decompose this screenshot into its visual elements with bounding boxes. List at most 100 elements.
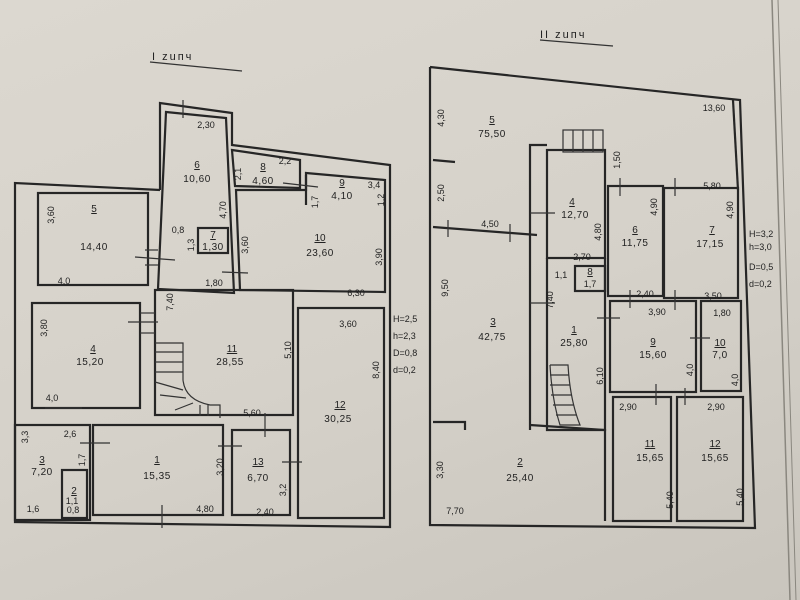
sheet-edge [777, 0, 797, 600]
floor-1-plan: I zuпч [13, 51, 417, 529]
dimension-label: 3,80 [39, 319, 49, 337]
room-number: 2 [517, 457, 523, 468]
room-number: 10 [314, 233, 326, 244]
sheet-edge [771, 0, 791, 600]
room-11 [611, 395, 673, 523]
dimension-label: 2,30 [197, 120, 215, 130]
dimension-label: 1,6 [27, 504, 40, 514]
room-5 [36, 191, 150, 287]
room-area: 30,25 [324, 414, 352, 425]
room-number: 12 [709, 439, 721, 450]
room-number: 9 [339, 178, 345, 189]
dimension-labels-floor-2: 4,30 13,60 2,50 4,50 1,50 4,80 4,90 4,90… [435, 103, 745, 516]
dimension-label: 2,90 [619, 402, 637, 412]
room-number: 9 [650, 337, 656, 348]
room-area: 15,65 [636, 453, 664, 464]
dimension-label: 2,6 [64, 429, 77, 439]
dimension-label: 2,40 [256, 507, 274, 517]
room-area: 1,1 [66, 496, 79, 506]
dimension-label: 2,1 [233, 168, 243, 181]
room-labels-floor-2: 575,50 412,70 611,75 717,15 342,75 81,7 … [478, 115, 728, 484]
room-4 [545, 148, 607, 260]
dimension-label: 1,7 [310, 196, 320, 209]
dimension-label: 5,40 [735, 488, 745, 506]
room-area: 75,50 [478, 129, 506, 140]
dimension-label: 4,50 [481, 219, 499, 229]
room-area: 4,10 [331, 191, 352, 202]
dimension-label: 6,30 [347, 288, 365, 298]
dimension-label: 1,1 [555, 270, 568, 280]
floor-2-plan: II zuпч [428, 29, 773, 530]
room-number: 13 [252, 457, 264, 468]
room-number: 1 [154, 455, 160, 466]
staircase [549, 129, 604, 426]
room-area: 4,60 [252, 176, 273, 187]
room-area: 1,7 [584, 279, 597, 289]
dimension-label: 5,80 [703, 181, 721, 191]
title-underline [539, 39, 614, 47]
room-area: 15,60 [639, 350, 667, 361]
dimension-label: 1,3 [186, 239, 196, 252]
note-text: d=0,2 [749, 279, 772, 289]
room-area: 15,35 [143, 471, 171, 482]
room-number: 8 [587, 267, 593, 278]
room-number: 11 [227, 344, 238, 355]
room-2 [60, 468, 89, 520]
room-2-wall [529, 423, 607, 521]
dimension-label: 7,40 [545, 291, 555, 309]
dimension-label: 3,20 [215, 458, 225, 476]
room-area: 10,60 [183, 174, 211, 185]
room-number: 6 [194, 160, 200, 171]
wall [528, 143, 547, 430]
dimension-label: 6,10 [595, 367, 605, 385]
dimension-label: 2,90 [707, 402, 725, 412]
note-text: D=0,5 [749, 262, 773, 272]
dimension-label: 1,50 [612, 151, 622, 169]
room-area: 42,75 [478, 332, 506, 343]
dimension-label: 3,2 [278, 484, 288, 497]
floor-1-outer-wall [13, 101, 392, 529]
dimension-label: 3,90 [648, 307, 666, 317]
dimension-label: 2,40 [636, 289, 654, 299]
room-number: 6 [632, 225, 638, 236]
room-area: 14,40 [80, 242, 108, 253]
room-12 [675, 395, 745, 523]
note-text: h=3,0 [749, 242, 772, 252]
room-labels-floor-1: 514,40 610,60 71,30 84,60 94,10 1023,60 … [31, 160, 352, 506]
door-marks [45, 100, 319, 528]
dimension-label: 3,30 [435, 461, 445, 479]
dimension-label: 3,3 [20, 431, 30, 444]
dimension-label: 2,2 [279, 156, 292, 166]
dimension-label: 3,60 [339, 319, 357, 329]
note-text: h=2,3 [393, 331, 416, 341]
room-1 [545, 258, 607, 432]
room-number: 1 [571, 325, 577, 336]
dimension-label: 1,80 [713, 308, 731, 318]
room-area: 12,70 [561, 210, 589, 221]
wall [731, 99, 740, 191]
room-area: 15,20 [76, 357, 104, 368]
dimension-label: 8,40 [371, 361, 381, 379]
dimension-label: 4,80 [196, 504, 214, 514]
dimension-label: 5,10 [283, 341, 293, 359]
room-number: 3 [39, 455, 45, 466]
room-area: 11,75 [622, 238, 649, 249]
room-number: 7 [709, 225, 715, 236]
dimension-label: 2,70 [573, 252, 591, 262]
room-area: 25,80 [560, 338, 588, 349]
note-text: H=2,5 [393, 314, 417, 324]
dimension-label: 9,50 [440, 279, 450, 297]
room-7 [662, 186, 740, 300]
room-7 [196, 226, 230, 255]
dimension-label: 3,4 [368, 180, 381, 190]
dimension-label: 4,0 [730, 374, 740, 387]
room-number: 5 [489, 115, 495, 126]
room-6 [156, 110, 236, 295]
dimension-labels-floor-1: 3,60 4,0 2,30 0,8 1,3 2,2 2,1 3,4 1,2 1,… [20, 120, 386, 517]
room-13 [230, 428, 292, 517]
dimension-label: 1,2 [376, 194, 386, 207]
dimension-label: 4,0 [58, 276, 71, 286]
room-number: 11 [645, 439, 656, 450]
wall [433, 420, 467, 430]
room-number: 3 [490, 317, 496, 328]
